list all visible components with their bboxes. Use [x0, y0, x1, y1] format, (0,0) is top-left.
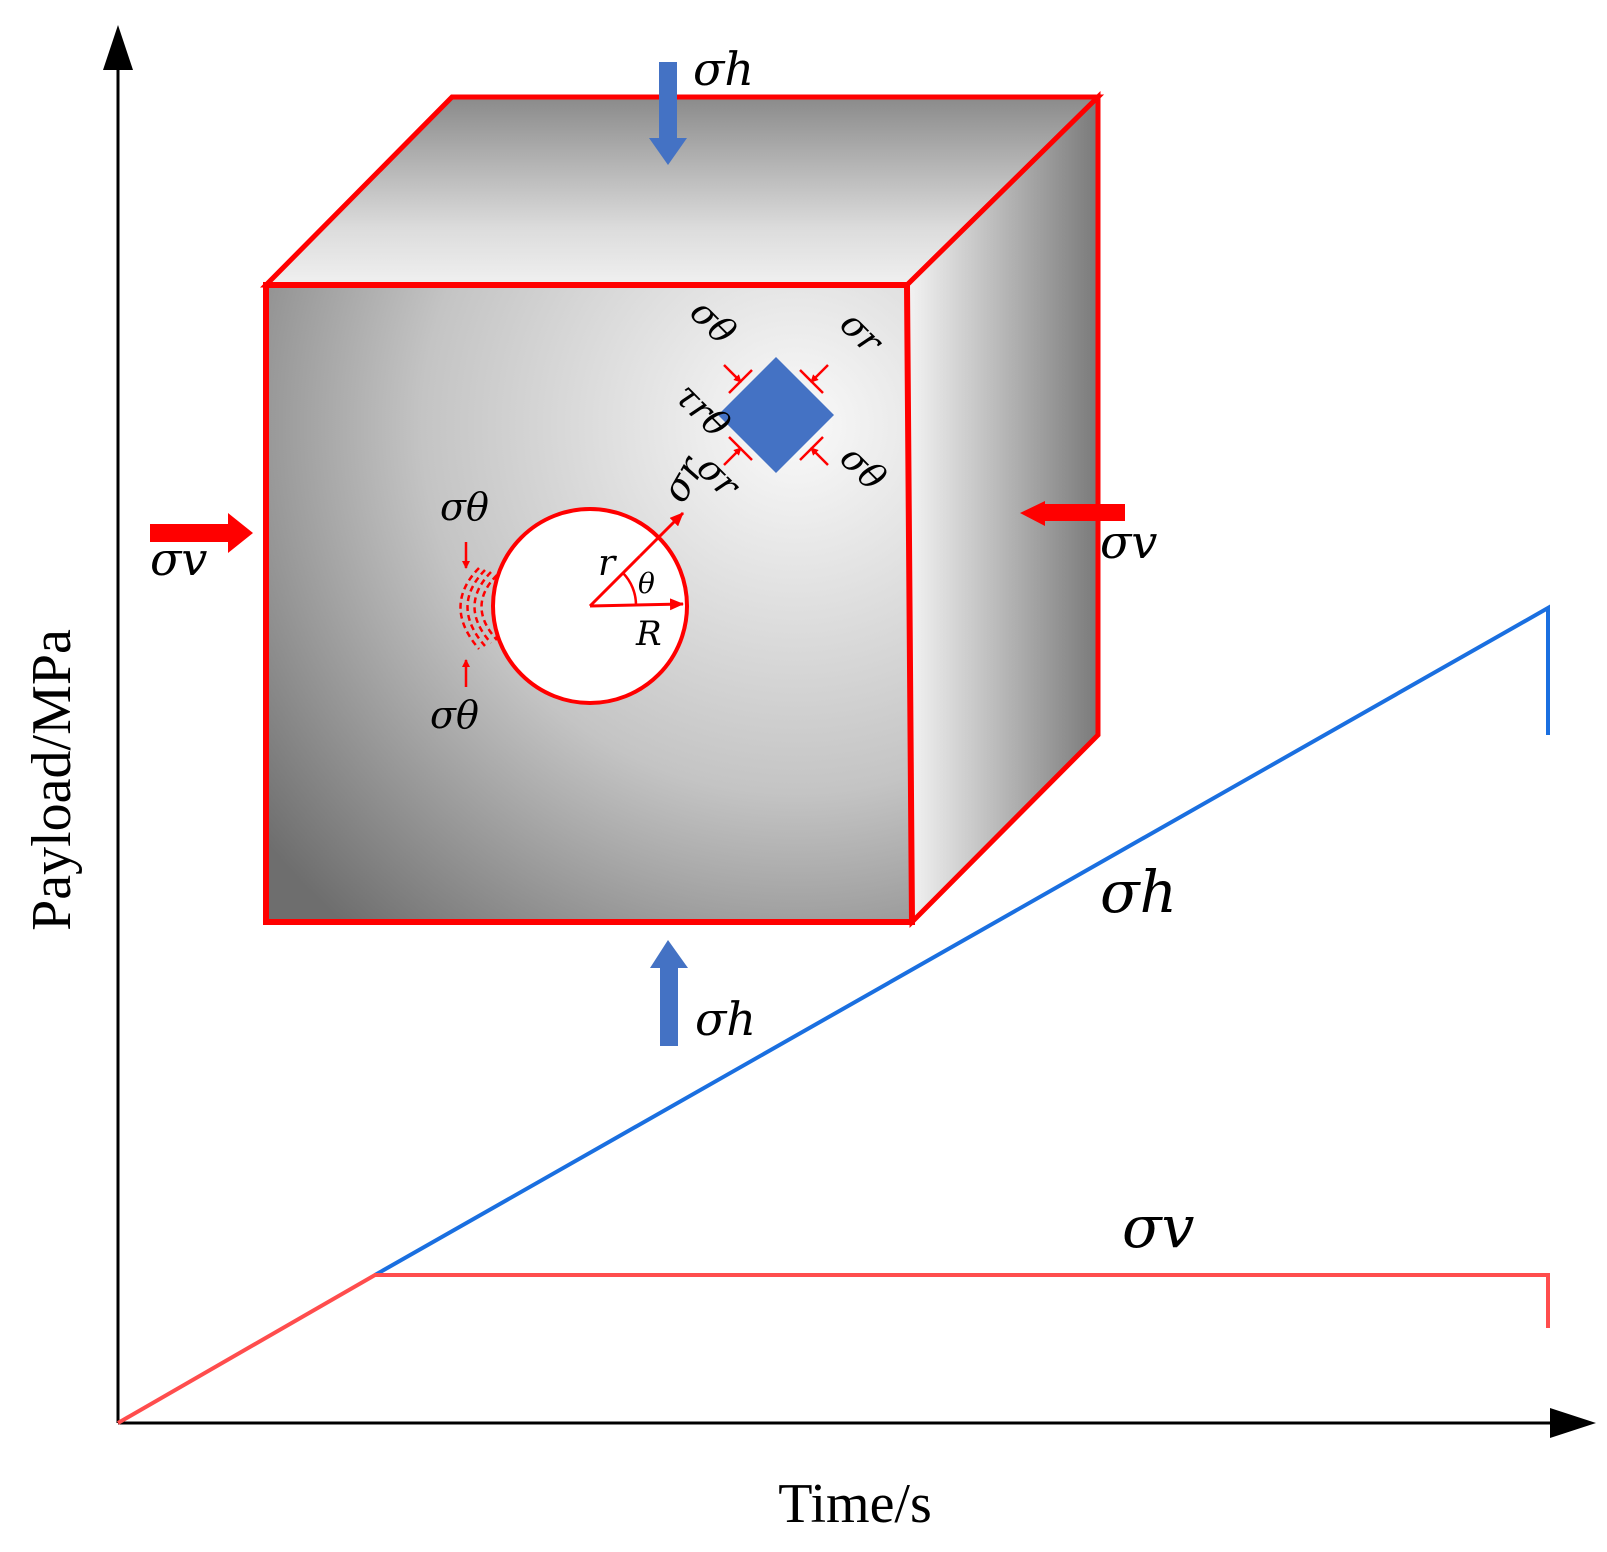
stress-tick-ul	[728, 369, 753, 394]
sigma-r-direction-arrow	[638, 511, 685, 558]
load-arrow-sigma-v-right	[1020, 501, 1125, 526]
load-arrow-sigma-v-left	[150, 513, 253, 553]
load-arrow-sigma-h-bottom	[650, 940, 688, 1046]
radius-R-arrow	[589, 598, 684, 611]
x-axis-arrowhead	[1550, 1408, 1596, 1438]
label-sigma-v-right: σv	[1100, 515, 1157, 569]
y-axis-arrowhead	[103, 25, 133, 70]
stress-arrow-ul	[723, 364, 742, 383]
stress-element-square	[718, 357, 834, 473]
stress-tick-ur	[799, 369, 824, 394]
radius-r-line	[588, 554, 642, 608]
spalling-zone	[459, 567, 498, 650]
label-sigma-theta-bottom: σθ	[430, 693, 479, 737]
stress-tick-ll	[728, 436, 753, 461]
stress-tick-lr	[799, 436, 824, 461]
theta-angle-arc	[622, 572, 638, 606]
rock-cube	[260, 91, 1105, 929]
stress-arrow-ll	[723, 447, 742, 466]
load-arrows: σh σh σv σv	[150, 42, 1157, 1046]
stress-arrow-lr	[810, 447, 829, 466]
circular-opening: r θ R σr σθ σθ	[430, 447, 714, 737]
load-arrow-sigma-h-top	[649, 62, 687, 165]
axes: Time/s Payload/MPa	[21, 25, 1596, 1535]
series-label-sigma-v: σv	[1122, 1193, 1195, 1261]
stress-arrow-ur	[810, 364, 829, 383]
series-line-sigma-h	[374, 604, 1550, 1277]
label-sigma-theta-top: σθ	[440, 485, 489, 529]
label-sigma-h-top: σh	[693, 42, 754, 96]
label-sigma-v-left: σv	[150, 532, 207, 586]
label-theta: θ	[638, 567, 655, 600]
label-r: r	[598, 543, 617, 584]
series-label-sigma-h: σh	[1100, 858, 1177, 926]
load-curves: σh σv	[117, 604, 1550, 1425]
label-R: R	[635, 614, 662, 654]
x-axis-title: Time/s	[778, 1473, 932, 1535]
y-axis-title: Payload/MPa	[21, 629, 83, 931]
label-sigma-h-bottom: σh	[695, 992, 756, 1046]
series-line-sigma-v	[117, 1273, 1550, 1425]
